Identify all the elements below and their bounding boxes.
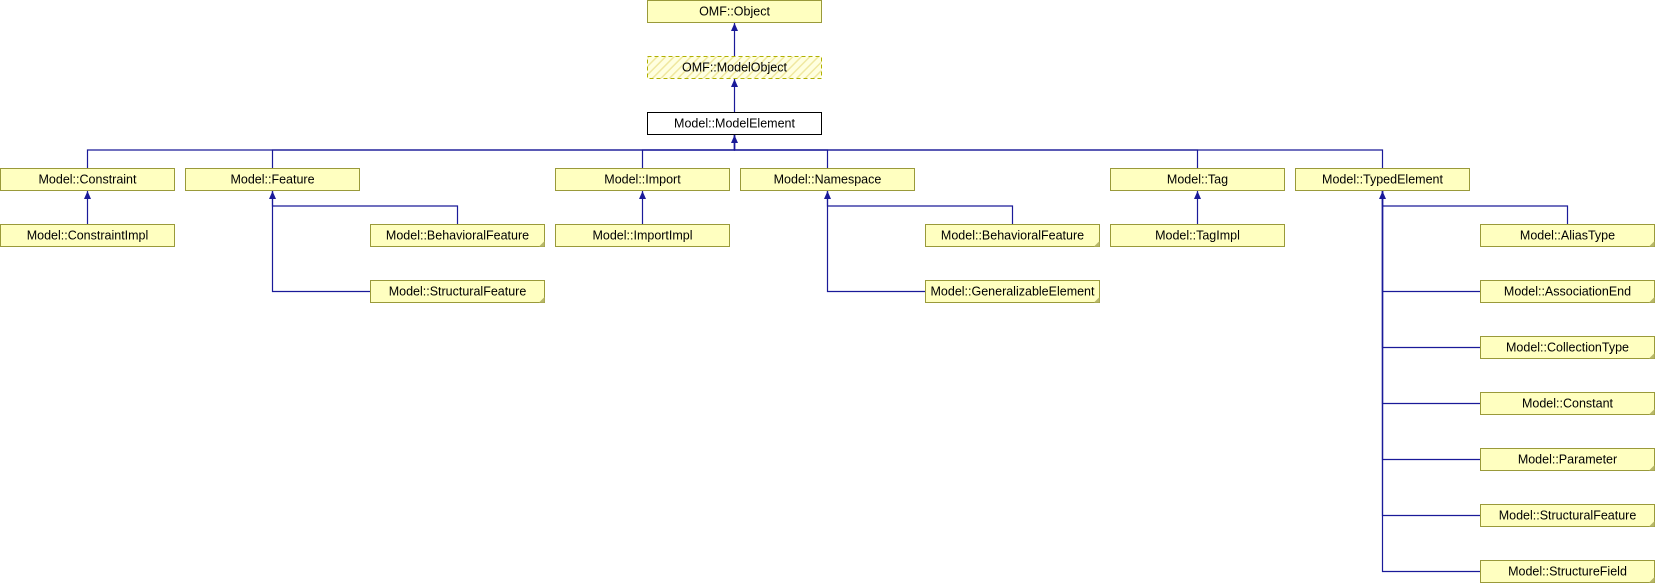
- class-node-typed-structuralfeature[interactable]: Model::StructuralFeature: [1480, 504, 1655, 527]
- class-node-typed-collectiontype[interactable]: Model::CollectionType: [1480, 336, 1655, 359]
- class-label: Model::AssociationEnd: [1504, 285, 1631, 299]
- inheritance-arrowhead: [639, 191, 646, 199]
- inheritance-edge: [1381, 191, 1480, 461]
- class-node-model-constraintimpl[interactable]: Model::ConstraintImpl: [0, 224, 175, 247]
- class-label: Model::StructureField: [1508, 565, 1627, 579]
- inheritance-edge: [733, 135, 1199, 168]
- class-label: Model::StructuralFeature: [389, 285, 527, 299]
- class-node-omf-modelobject[interactable]: OMF::ModelObject: [647, 56, 822, 79]
- inheritance-arrowhead: [84, 191, 91, 199]
- class-node-model-tag[interactable]: Model::Tag: [1110, 168, 1285, 191]
- class-label: Model::Namespace: [774, 173, 882, 187]
- class-box: [925, 280, 1100, 303]
- class-label: Model::BehavioralFeature: [386, 229, 529, 243]
- truncated-corner-icon: [1649, 241, 1655, 247]
- class-box: [925, 224, 1100, 247]
- class-node-model-constraint[interactable]: Model::Constraint: [0, 168, 175, 191]
- truncated-corner-icon: [1649, 521, 1655, 527]
- truncated-corner-icon: [1649, 577, 1655, 583]
- class-box: [647, 56, 822, 79]
- class-label: Model::StructuralFeature: [1499, 509, 1637, 523]
- class-node-model-import[interactable]: Model::Import: [555, 168, 730, 191]
- inheritance-edge: [1381, 191, 1480, 517]
- class-box: [370, 280, 545, 303]
- class-label: Model::BehavioralFeature: [941, 229, 1084, 243]
- class-node-model-namespace[interactable]: Model::Namespace: [740, 168, 915, 191]
- class-label: Model::GeneralizableElement: [931, 285, 1096, 299]
- class-label: Model::Constant: [1522, 397, 1614, 411]
- inheritance-edge: [733, 135, 829, 168]
- inheritance-arrowhead: [1194, 191, 1201, 199]
- inheritance-edge: [271, 191, 459, 224]
- class-box: [0, 224, 175, 247]
- class-node-feature-behavioralfeature[interactable]: Model::BehavioralFeature: [370, 224, 545, 247]
- class-node-model-modelelement[interactable]: Model::ModelElement: [647, 112, 822, 135]
- class-label: Model::Constraint: [39, 173, 137, 187]
- class-label: Model::Feature: [230, 173, 314, 187]
- truncated-corner-icon: [1649, 465, 1655, 471]
- inheritance-edge: [826, 191, 1014, 224]
- class-node-model-feature[interactable]: Model::Feature: [185, 168, 360, 191]
- inheritance-edge: [1381, 191, 1480, 349]
- inheritance-edge: [86, 135, 736, 168]
- class-box: [647, 112, 822, 135]
- inheritance-edge: [641, 135, 736, 168]
- truncated-corner-icon: [1094, 297, 1100, 303]
- class-label: Model::Parameter: [1518, 453, 1617, 467]
- class-node-model-typedelement[interactable]: Model::TypedElement: [1295, 168, 1470, 191]
- class-node-model-tagimpl[interactable]: Model::TagImpl: [1110, 224, 1285, 247]
- class-node-typed-aliastype[interactable]: Model::AliasType: [1480, 224, 1655, 247]
- class-box: [647, 0, 822, 23]
- class-label: OMF::Object: [699, 5, 770, 19]
- class-box: [555, 224, 730, 247]
- class-label: Model::TagImpl: [1155, 229, 1240, 243]
- truncated-corner-icon: [1094, 241, 1100, 247]
- class-node-namespace-generalizableelement[interactable]: Model::GeneralizableElement: [925, 280, 1100, 303]
- class-label: Model::ModelElement: [674, 117, 795, 131]
- class-node-omf-object[interactable]: OMF::Object: [647, 0, 822, 23]
- class-node-model-importimpl[interactable]: Model::ImportImpl: [555, 224, 730, 247]
- inheritance-edge: [1381, 191, 1480, 573]
- class-label: OMF::ModelObject: [682, 61, 787, 75]
- class-label: Model::CollectionType: [1506, 341, 1629, 355]
- inheritance-edge: [1381, 191, 1480, 405]
- class-label: Model::Tag: [1167, 173, 1228, 187]
- class-box: [370, 224, 545, 247]
- inheritance-edge: [1381, 191, 1569, 224]
- class-node-typed-constant[interactable]: Model::Constant: [1480, 392, 1655, 415]
- class-node-namespace-behavioralfeature[interactable]: Model::BehavioralFeature: [925, 224, 1100, 247]
- class-node-typed-structurefield[interactable]: Model::StructureField: [1480, 560, 1655, 583]
- class-label: Model::AliasType: [1520, 229, 1615, 243]
- class-box: [1295, 168, 1470, 191]
- class-label: Model::Import: [604, 173, 681, 187]
- class-node-typed-associationend[interactable]: Model::AssociationEnd: [1480, 280, 1655, 303]
- class-label: Model::TypedElement: [1322, 173, 1443, 187]
- inheritance-edge: [271, 191, 370, 293]
- class-box: [0, 168, 175, 191]
- inheritance-edge: [733, 135, 1384, 168]
- truncated-corner-icon: [539, 297, 545, 303]
- class-label: Model::ImportImpl: [592, 229, 692, 243]
- class-box: [185, 168, 360, 191]
- inheritance-edge: [271, 135, 736, 168]
- inheritance-arrowhead: [731, 79, 738, 87]
- inheritance-edge: [826, 191, 925, 293]
- class-box: [555, 168, 730, 191]
- class-label: Model::ConstraintImpl: [27, 229, 149, 243]
- truncated-corner-icon: [1649, 353, 1655, 359]
- truncated-corner-icon: [1649, 409, 1655, 415]
- class-box: [1110, 168, 1285, 191]
- class-box: [740, 168, 915, 191]
- class-node-feature-structuralfeature[interactable]: Model::StructuralFeature: [370, 280, 545, 303]
- class-box: [1110, 224, 1285, 247]
- inheritance-arrowhead: [731, 23, 738, 31]
- class-node-typed-parameter[interactable]: Model::Parameter: [1480, 448, 1655, 471]
- truncated-corner-icon: [1649, 297, 1655, 303]
- truncated-corner-icon: [539, 241, 545, 247]
